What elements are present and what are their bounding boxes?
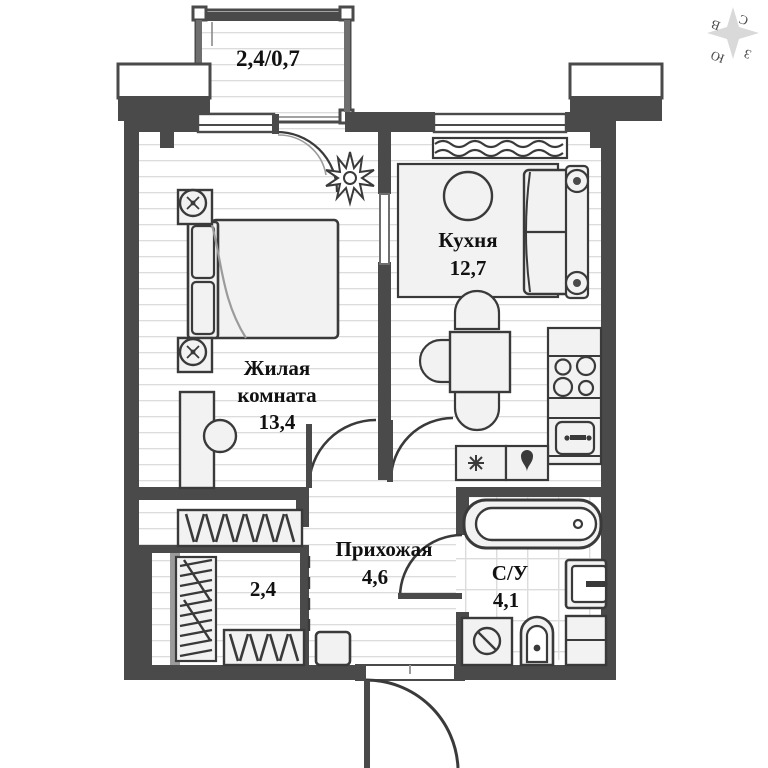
boiler-icon	[564, 614, 608, 667]
sofa-icon	[522, 164, 590, 300]
compass-label-north: С	[737, 12, 750, 29]
stool-icon	[202, 418, 238, 454]
exterior-walls	[116, 62, 664, 680]
label-bathroom-name: С/У	[492, 561, 528, 585]
dining-table-icon	[418, 289, 512, 432]
living-room-furniture	[176, 134, 375, 490]
living-room-door	[306, 418, 377, 488]
washing-machine-icon	[460, 616, 514, 667]
label-living-room-name-2: комната	[237, 383, 317, 407]
room-labels: 2,4/0,7 Кухня 12,7 Жилая комната 13,4 Пр…	[236, 46, 528, 612]
lamp-icon	[176, 188, 214, 226]
plant-icon	[277, 134, 375, 207]
toilet-icon	[519, 615, 555, 667]
label-hallway-name: Прихожая	[336, 537, 433, 561]
compass-star-icon	[707, 7, 759, 59]
label-hallway-area: 4,6	[362, 565, 388, 589]
label-wardrobe-area: 2,4	[250, 577, 277, 601]
compass-label-west: З	[742, 46, 753, 62]
bathroom-door	[398, 533, 463, 599]
hanging-clothes-icon	[222, 628, 306, 667]
cabinet-icon	[314, 630, 352, 667]
stove-icon	[552, 355, 597, 398]
balcony-window-top	[196, 112, 276, 134]
label-living-room-name-1: Жилая	[244, 356, 311, 380]
entry-door	[364, 678, 460, 768]
balcony-window-right	[344, 20, 350, 112]
kitchen-appliance-icon	[454, 444, 550, 482]
compass-label-south: Ю	[709, 48, 727, 67]
lamp-icon	[176, 336, 214, 374]
bathroom-fixtures	[460, 498, 608, 667]
radiator-icon	[431, 136, 569, 160]
round-table-icon	[442, 170, 494, 222]
sink-icon	[554, 420, 596, 456]
bathroom-sink-icon	[564, 558, 608, 610]
bed-icon	[186, 218, 340, 340]
label-balcony-area: 2,4/0,7	[236, 46, 300, 71]
label-kitchen-area: 12,7	[450, 256, 487, 280]
desk-icon	[178, 390, 216, 490]
kitchen-furniture	[396, 136, 603, 482]
bathtub-icon	[462, 498, 603, 550]
label-living-room-area: 13,4	[259, 410, 296, 434]
label-bathroom-area: 4,1	[493, 588, 519, 612]
windows	[196, 112, 568, 134]
kitchen-door	[387, 416, 454, 482]
label-kitchen-name: Кухня	[438, 228, 497, 252]
wardrobe-furniture	[174, 508, 352, 667]
shelf-icon	[174, 555, 218, 663]
hanging-clothes-icon	[176, 508, 304, 548]
compass-rose: С В З Ю	[707, 7, 759, 67]
kitchen-window	[432, 112, 568, 134]
doors	[272, 114, 463, 768]
